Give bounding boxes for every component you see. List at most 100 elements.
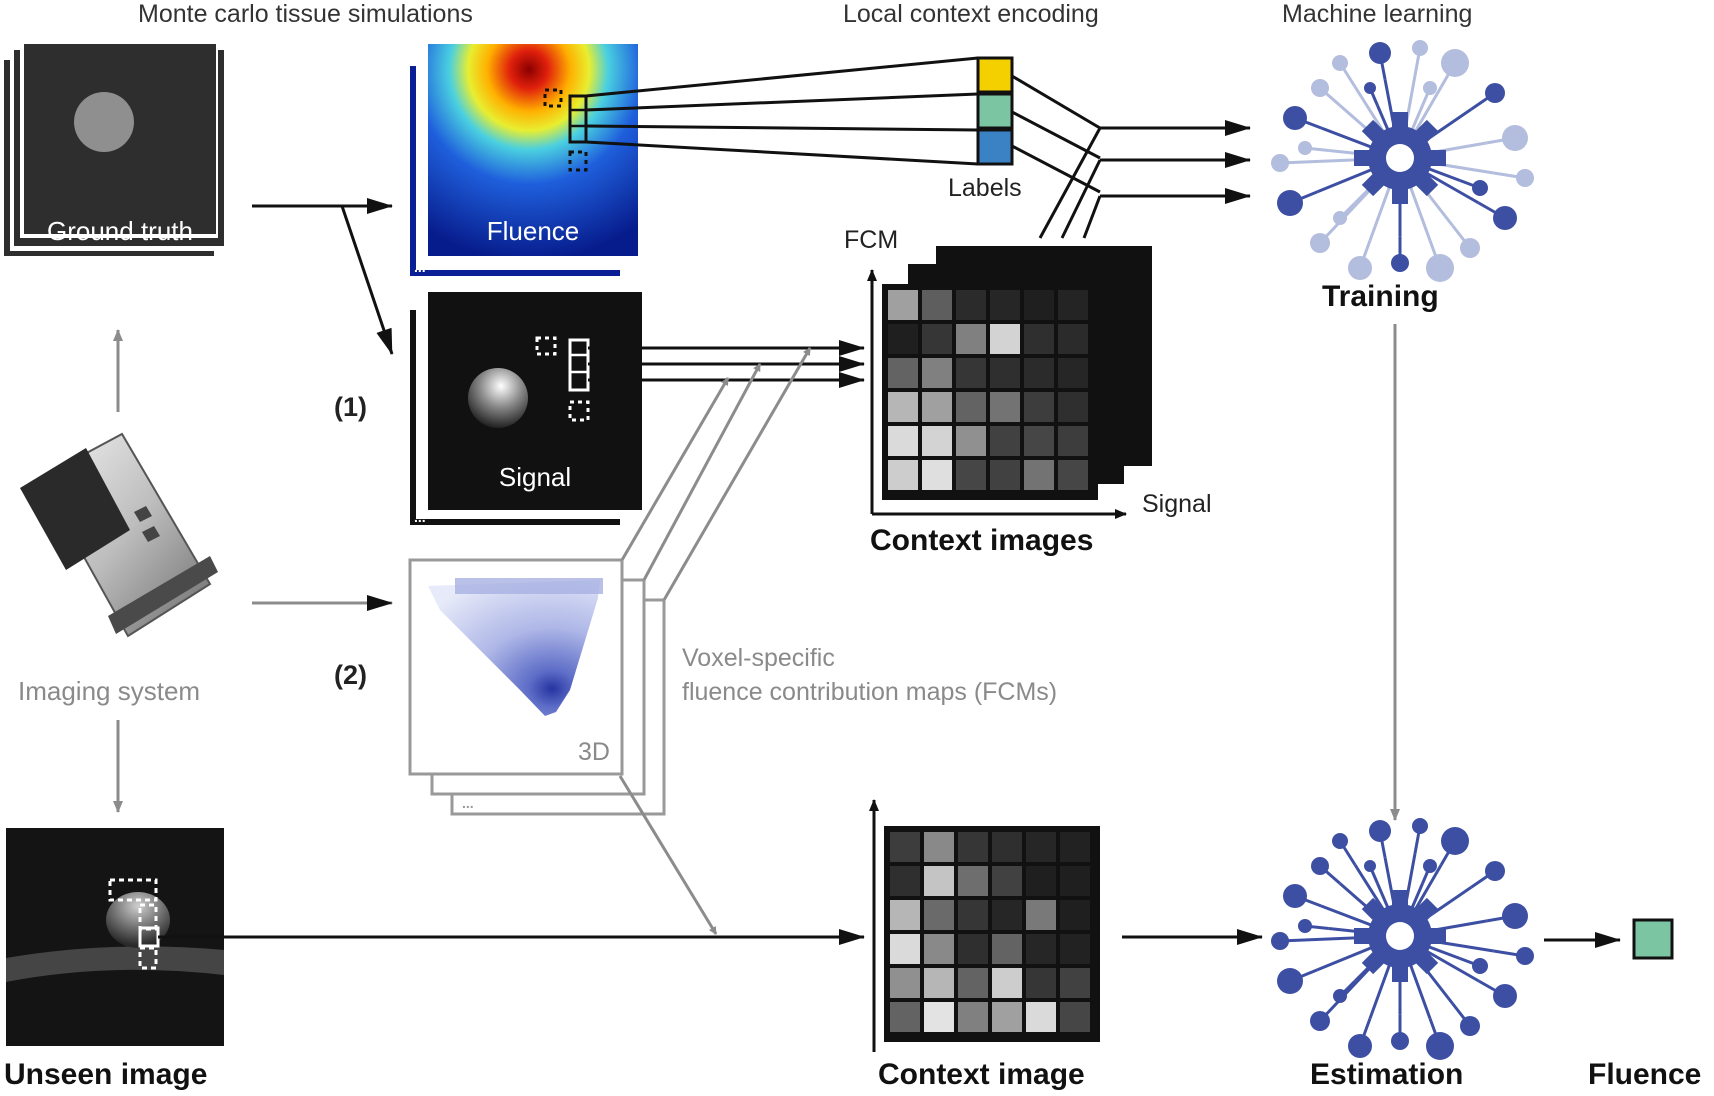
voxel-label-line1: Voxel-specific <box>682 644 835 672</box>
context-cell <box>956 392 986 422</box>
network-node <box>1485 861 1505 881</box>
step-1-label: (1) <box>334 392 367 422</box>
fcm-axis-label: FCM <box>844 226 899 254</box>
context-cell <box>1058 324 1088 354</box>
context-cell <box>992 866 1022 896</box>
network-node <box>1493 206 1517 230</box>
context-cell <box>1024 426 1054 456</box>
fluence-stack: ... <box>410 44 638 276</box>
context-cell <box>992 832 1022 862</box>
network-node <box>1412 40 1428 56</box>
network-node <box>1391 1032 1409 1050</box>
network-node <box>1516 947 1534 965</box>
context-cell <box>924 968 954 998</box>
context-cell <box>958 1002 988 1032</box>
context-cell <box>1060 1002 1090 1032</box>
context-cell <box>1060 934 1090 964</box>
context-cell <box>888 324 918 354</box>
context-cell <box>890 1002 920 1032</box>
context-cell <box>888 358 918 388</box>
context-image-label: Context image <box>878 1058 1085 1091</box>
network-node <box>1502 125 1528 151</box>
estimation-label: Estimation <box>1310 1058 1464 1091</box>
context-cell <box>958 900 988 930</box>
label-stack <box>976 56 1014 166</box>
context-cell <box>1060 866 1090 896</box>
network-node <box>1277 190 1303 216</box>
network-node <box>1333 211 1347 225</box>
context-cell <box>958 866 988 896</box>
network-node <box>1485 83 1505 103</box>
context-cell <box>1026 866 1056 896</box>
fcm-volume <box>428 580 600 716</box>
context-cell <box>992 1002 1022 1032</box>
unseen-image-label: Unseen image <box>4 1058 208 1091</box>
context-cell <box>1024 324 1054 354</box>
network-node <box>1441 827 1469 855</box>
context-cell <box>992 934 1022 964</box>
context-cell <box>1058 290 1088 320</box>
context-cell <box>1024 460 1054 490</box>
network-node <box>1423 81 1437 95</box>
context-cell <box>922 460 952 490</box>
context-cell <box>1060 900 1090 930</box>
gear-tooth <box>1392 890 1408 908</box>
context-cell <box>992 900 1022 930</box>
fluence-ellipsis: ... <box>414 259 426 275</box>
gear-tooth <box>1354 928 1372 944</box>
network-node <box>1333 989 1347 1003</box>
fcm-ellipsis: ... <box>462 795 474 811</box>
arrow-fcm-to-test <box>618 775 718 935</box>
context-cell <box>958 934 988 964</box>
fluence-label: Fluence <box>486 216 580 246</box>
context-cell <box>1024 358 1054 388</box>
network-node <box>1426 254 1454 282</box>
gear-tooth <box>1428 150 1446 166</box>
fcm-3d-label: 3D <box>578 738 610 766</box>
context-cell <box>922 426 952 456</box>
context-cell <box>990 460 1020 490</box>
context-grid-train <box>888 290 1088 490</box>
gear-hole <box>1386 922 1414 950</box>
gear-tooth <box>1354 150 1372 166</box>
network-node <box>1298 919 1312 933</box>
context-cell <box>922 290 952 320</box>
context-cell <box>1060 832 1090 862</box>
arrow-fcm-1 <box>620 377 730 561</box>
gear-tooth <box>1392 112 1408 130</box>
context-cell <box>1058 358 1088 388</box>
context-images-label: Context images <box>870 524 1094 557</box>
network-node <box>1516 169 1534 187</box>
context-cell <box>956 460 986 490</box>
context-cell <box>1058 460 1088 490</box>
gear-tooth <box>1428 928 1446 944</box>
network-node <box>1364 860 1376 872</box>
context-cell <box>888 460 918 490</box>
arrows <box>113 198 1621 948</box>
estimation-network-icon <box>1271 818 1534 1060</box>
context-cell <box>956 290 986 320</box>
labels-caption: Labels <box>948 174 1022 202</box>
network-node <box>1472 958 1488 974</box>
context-cell <box>958 968 988 998</box>
signal-map <box>428 292 642 510</box>
network-node <box>1423 859 1437 873</box>
ground-truth-ellipsis: ... <box>10 263 22 279</box>
context-cell <box>990 324 1020 354</box>
context-cell <box>924 832 954 862</box>
context-cell <box>890 866 920 896</box>
network-node <box>1332 55 1348 71</box>
context-cell <box>890 900 920 930</box>
arrow-gt-to-signal <box>340 205 394 355</box>
imaging-probe-icon <box>20 432 218 638</box>
context-cell <box>1058 426 1088 456</box>
network-node <box>1311 79 1329 97</box>
step-2-label: (2) <box>334 660 367 690</box>
header-machine-learning: Machine learning <box>1282 0 1473 28</box>
context-cell <box>1026 934 1056 964</box>
fluence-output-label: Fluence <box>1588 1058 1702 1091</box>
context-cell <box>888 290 918 320</box>
fluence-map <box>428 44 638 256</box>
network-node <box>1271 154 1289 172</box>
context-cell <box>990 290 1020 320</box>
